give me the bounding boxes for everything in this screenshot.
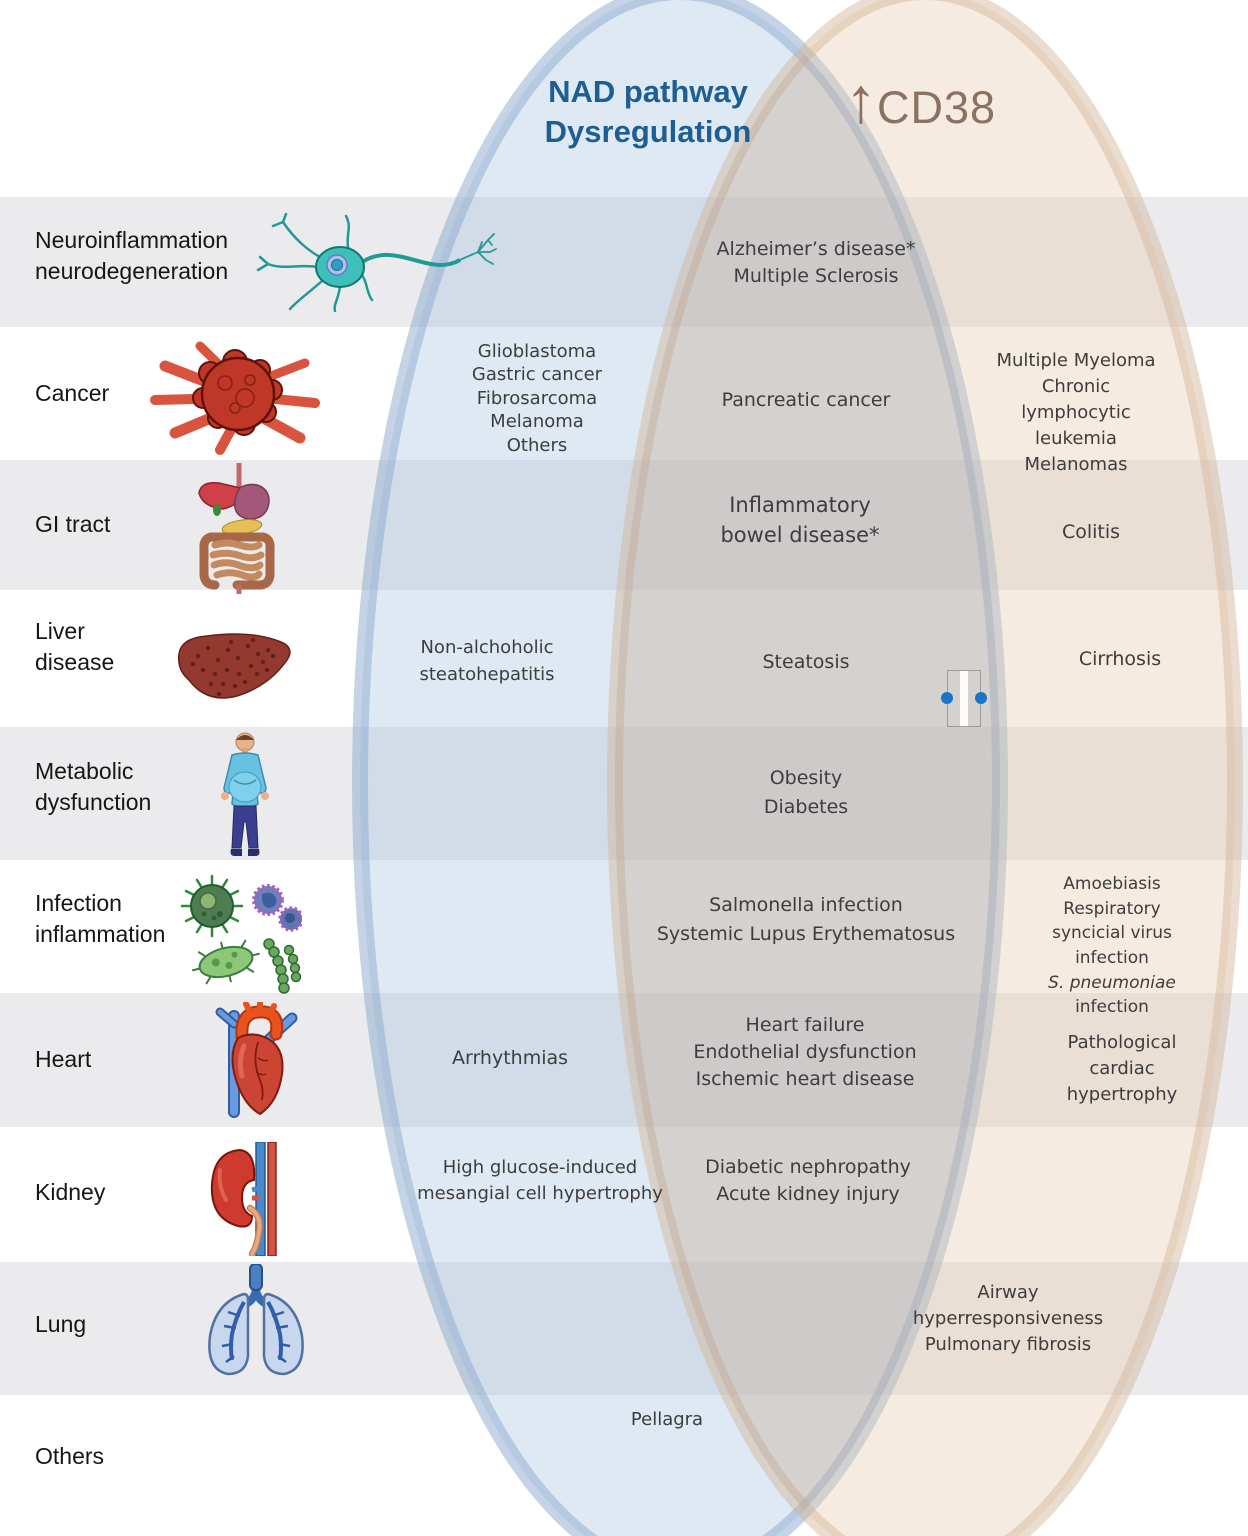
lung-cd38-diseases: Airway hyperresponsiveness Pulmonary fib… xyxy=(912,1282,1104,1356)
gi-overlap-diseases: Inflammatory bowel disease* xyxy=(720,493,880,548)
selection-handle-left[interactable] xyxy=(941,692,953,704)
row-label-neuroinflammation: Neuroinflammation neurodegeneration xyxy=(35,227,229,285)
nad-pathway-title: NAD pathway Dysregulation xyxy=(544,74,752,149)
heart-cd38-diseases: Pathological cardiac hypertrophy xyxy=(1066,1032,1178,1106)
s-pneumoniae-italic: S. pneumoniae xyxy=(1048,972,1176,993)
obese-person-icon xyxy=(212,732,278,868)
others-nad-diseases: Pellagra xyxy=(630,1409,704,1430)
row-stripe xyxy=(0,1262,1248,1395)
row-label-cancer: Cancer xyxy=(35,380,110,406)
kidney-nad-diseases: High glucose-induced mesangial cell hype… xyxy=(417,1157,663,1205)
heart-overlap-diseases: Heart failure Endothelial dysfunction Is… xyxy=(693,1014,917,1090)
cancer-overlap-diseases: Pancreatic cancer xyxy=(721,389,891,411)
selection-box[interactable] xyxy=(941,670,987,727)
lungs-icon xyxy=(192,1263,320,1386)
infection-overlap-diseases: Salmonella infection Systemic Lupus Eryt… xyxy=(656,894,956,945)
row-label-liver-disease: Liver disease xyxy=(35,618,115,676)
row-label-metabolic: Metabolic dysfunction xyxy=(35,758,152,816)
cd38-title-text: CD38 xyxy=(877,82,997,133)
row-label-others: Others xyxy=(35,1443,105,1469)
nad-ellipse xyxy=(352,0,1008,1536)
cancer-nad-diseases: Glioblastoma Gastric cancer Fibrosarcoma… xyxy=(471,341,603,456)
row-stripe xyxy=(0,197,1248,327)
row-label-heart: Heart xyxy=(35,1046,92,1072)
neuro-overlap-diseases: Alzheimer’s disease* Multiple Sclerosis xyxy=(716,238,916,287)
liver-cd38-diseases: Cirrhosis xyxy=(1078,648,1162,670)
row-label-kidney: Kidney xyxy=(35,1179,106,1205)
overlap-lens xyxy=(615,0,1000,1536)
row-label-infection: Infection inflammation xyxy=(35,890,166,948)
liver-overlap-diseases: Steatosis xyxy=(762,651,850,673)
cancer-cell-icon xyxy=(140,338,335,460)
liver-nad-diseases: Non-alchoholic steatohepatitis xyxy=(419,637,555,685)
row-stripe xyxy=(0,727,1248,860)
kidney-icon xyxy=(206,1141,282,1260)
microbes-icon xyxy=(176,872,304,998)
heart-icon xyxy=(212,999,300,1128)
metabolic-overlap-diseases: Obesity Diabetes xyxy=(763,767,849,818)
cancer-cd38-diseases: Multiple Myeloma Chronic lymphocytic leu… xyxy=(996,350,1156,476)
kidney-overlap-diseases: Diabetic nephropathy Acute kidney injury xyxy=(705,1156,911,1205)
cd38-title: ↑ CD38 xyxy=(845,68,996,132)
gi-cd38-diseases: Colitis xyxy=(1061,521,1121,543)
row-label-gi-tract: GI tract xyxy=(35,511,111,537)
infection-cd38-lines: Amoebiasis Respiratory syncicial virus i… xyxy=(1052,874,1172,968)
liver-icon xyxy=(173,626,298,712)
selection-caret-bar xyxy=(960,671,968,726)
selection-handle-right[interactable] xyxy=(975,692,987,704)
infection-suffix: infection xyxy=(1075,997,1149,1018)
infection-cd38-diseases: Amoebiasis Respiratory syncicial virus i… xyxy=(1044,872,1180,1020)
up-arrow-icon: ↑ xyxy=(845,64,877,136)
heart-nad-diseases: Arrhythmias xyxy=(451,1047,569,1069)
row-label-lung: Lung xyxy=(35,1311,87,1337)
row-stripe xyxy=(0,993,1248,1127)
cd38-ellipse xyxy=(607,0,1243,1536)
gi-tract-icon xyxy=(187,463,287,599)
neuron-icon xyxy=(248,212,498,316)
